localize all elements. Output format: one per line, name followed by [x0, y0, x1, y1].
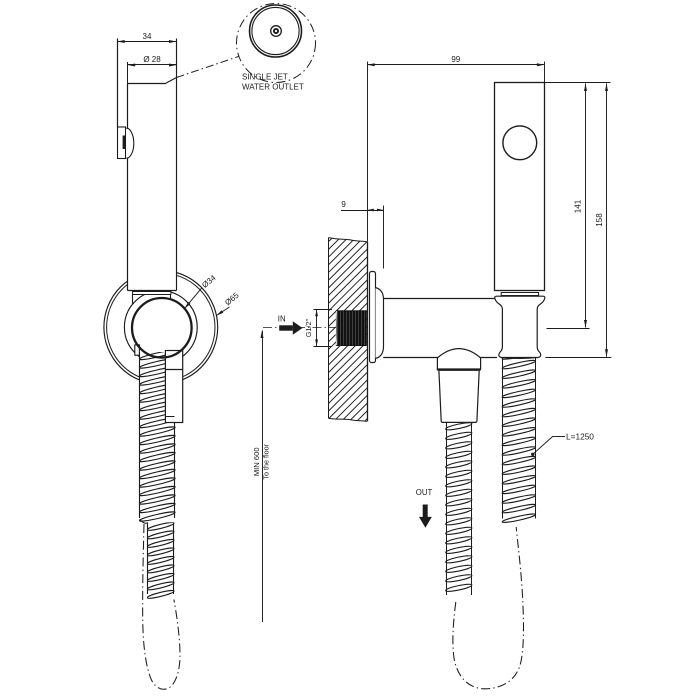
svg-text:L=1250: L=1250	[566, 431, 594, 441]
svg-text:G1/2″: G1/2″	[304, 318, 313, 337]
svg-text:To the floor: To the floor	[262, 443, 271, 479]
svg-text:OUT: OUT	[416, 488, 433, 497]
svg-text:141: 141	[573, 199, 582, 213]
svg-text:34: 34	[143, 32, 152, 41]
svg-text:Ø 28: Ø 28	[143, 55, 161, 64]
svg-text:9: 9	[341, 200, 346, 209]
svg-text:MIN 600: MIN 600	[252, 447, 261, 476]
svg-text:IN: IN	[278, 315, 286, 324]
svg-text:WATER OUTLET: WATER OUTLET	[242, 83, 304, 92]
svg-text:99: 99	[451, 55, 460, 64]
svg-text:158: 158	[595, 213, 604, 227]
svg-text:SINGLE JET: SINGLE JET	[242, 73, 288, 82]
